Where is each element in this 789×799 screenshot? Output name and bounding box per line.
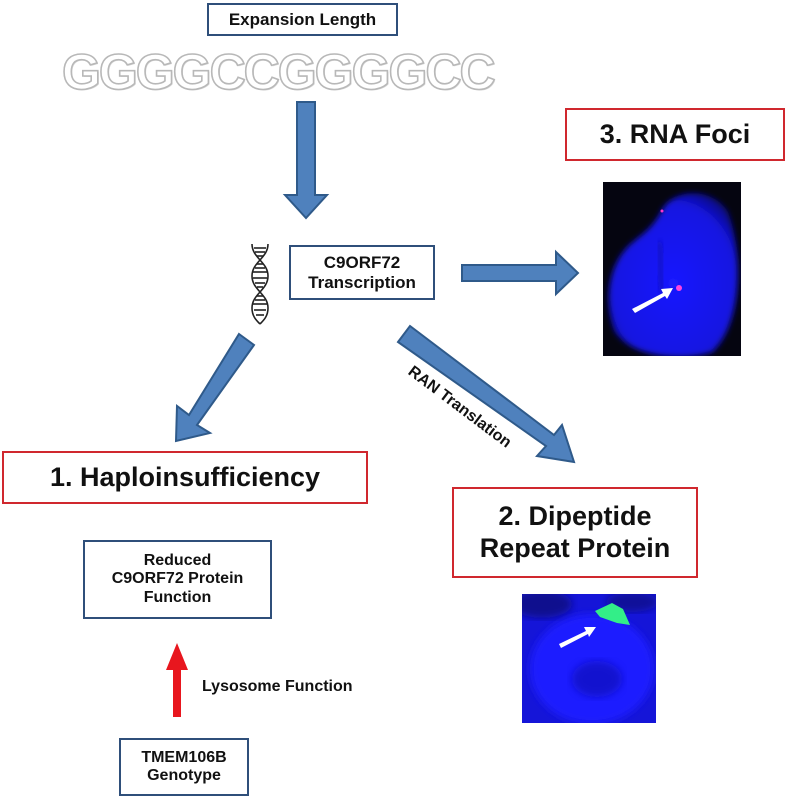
transcription-box: C9ORF72 Transcription	[289, 245, 435, 300]
arrow-ran-translation	[396, 324, 576, 464]
rna-foci-box: 3. RNA Foci	[565, 108, 785, 161]
expansion-length-label: Expansion Length	[228, 9, 377, 29]
tmem106b-box: TMEM106B Genotype	[119, 738, 249, 796]
lysosome-function-label: Lysosome Function	[202, 678, 353, 695]
haploinsufficiency-box: 1. Haploinsufficiency	[2, 451, 368, 504]
dipeptide-micrograph	[522, 594, 656, 723]
rna-foci-label: 3. RNA Foci	[599, 118, 751, 149]
rna-foci-micrograph	[603, 182, 741, 356]
expansion-length-box: Expansion Length	[207, 3, 398, 36]
rna-focus-dot	[660, 209, 664, 213]
repeat-sequence: GGGGCCGGGGCC	[61, 43, 496, 101]
rna-focus-dot	[676, 285, 682, 291]
transcription-label: C9ORF72 Transcription	[308, 252, 416, 292]
tmem106b-label: TMEM106B Genotype	[141, 748, 227, 784]
reduced-function-box: Reduced C9ORF72 Protein Function	[83, 540, 272, 619]
arrow-lysosome-function	[166, 643, 188, 717]
dipeptide-box: 2. Dipeptide Repeat Protein	[452, 487, 698, 578]
arrow-right-to-rna-foci	[461, 249, 580, 297]
dna-icon	[251, 243, 269, 325]
dpr-aggregate	[595, 603, 630, 625]
pointer-arrow-icon	[632, 288, 673, 313]
dipeptide-label: 2. Dipeptide Repeat Protein	[479, 501, 671, 563]
haploinsufficiency-label: 1. Haploinsufficiency	[49, 461, 321, 492]
pointer-arrow-icon	[559, 627, 596, 648]
reduced-function-label: Reduced C9ORF72 Protein Function	[111, 551, 244, 606]
arrow-down-to-transcription	[282, 101, 330, 220]
arrow-down-left-to-haploinsufficiency	[174, 332, 256, 443]
